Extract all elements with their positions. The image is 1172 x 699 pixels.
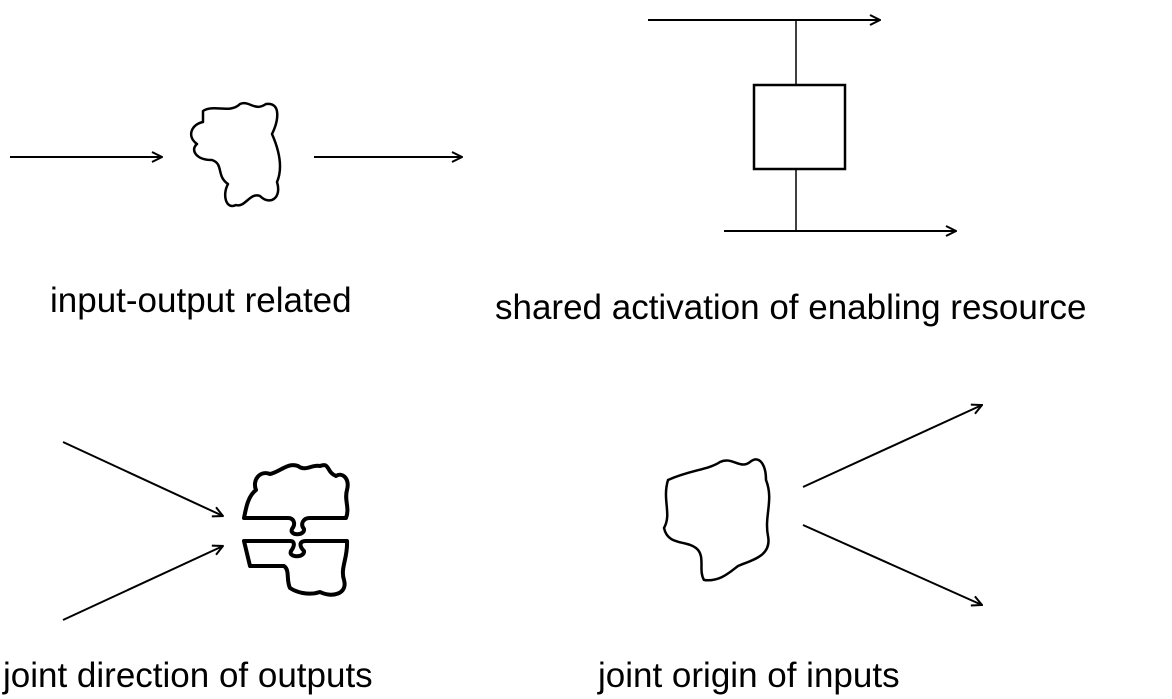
caption-joint-origin: joint origin of inputs [598,656,900,695]
incoming-arrow-lower [62,546,223,621]
caption-joint-direction: joint direction of outputs [3,656,373,695]
enabling-resource-box [752,83,847,171]
process-blob [189,101,282,208]
panel-shared-activation [648,20,956,231]
source-blob [662,458,771,582]
lower-puzzle-blob [242,539,350,597]
panel-joint-origin [662,405,982,605]
incoming-arrow-upper [62,441,223,516]
panel-input-output [10,101,462,208]
caption-input-output: input-output related [50,281,352,320]
panel-joint-direction [62,441,350,621]
caption-shared-activation: shared activation of enabling resource [495,288,1087,327]
outgoing-arrow-lower [802,524,982,605]
upper-puzzle-blob [242,463,350,537]
outgoing-arrow-upper [802,405,982,488]
